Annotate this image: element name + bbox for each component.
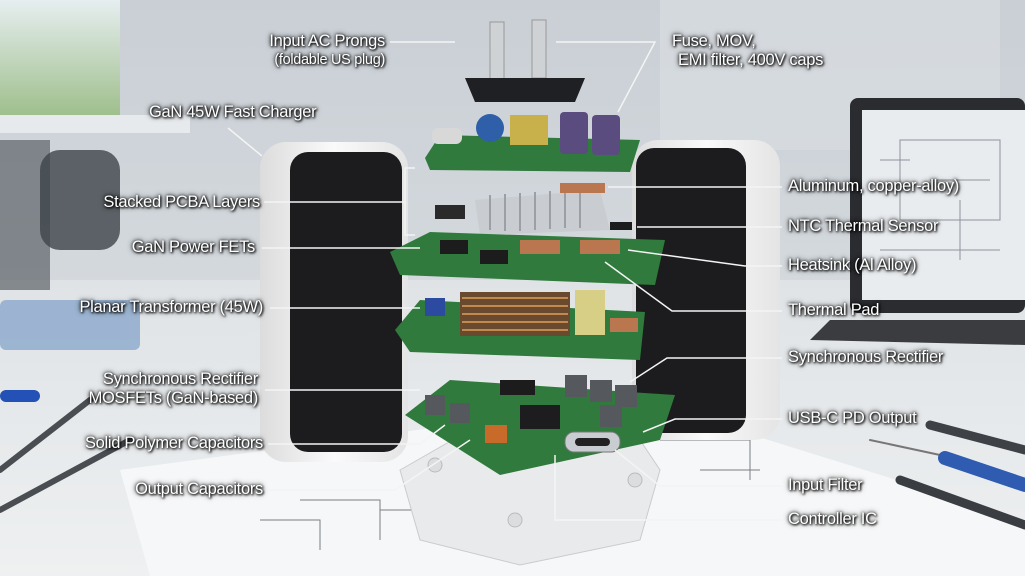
output-pcb — [405, 375, 675, 475]
label-stacked-pcba: Stacked PCBA Layers — [103, 193, 260, 211]
label-usbc: USB-C PD Output — [788, 409, 917, 427]
label-fuse-sub: EMI filter, 400V caps — [678, 51, 824, 69]
laptop — [810, 98, 1025, 345]
label-input-prongs-sub: (foldable US plug) — [274, 52, 385, 68]
leader-lines — [227, 41, 782, 521]
label-output-caps: Output Capacitors — [135, 480, 263, 498]
screwdrivers — [869, 420, 1025, 530]
label-ntc: NTC Thermal Sensor — [788, 217, 939, 235]
label-input-filter: Input Filter — [788, 476, 863, 494]
label-input-prongs: Input AC Prongs (foldable US plug) — [269, 32, 385, 70]
label-fuse-title: Fuse, MOV, — [672, 32, 756, 50]
label-sync-rect: Synchronous Rectifier — [788, 348, 944, 366]
label-sync-mosfets-title: Synchronous Rectifier — [102, 370, 258, 388]
housing-base — [399, 429, 661, 566]
label-charger: GaN 45W Fast Charger — [149, 103, 317, 121]
label-fuse: Fuse, MOV, EMI filter, 400V caps — [672, 32, 823, 70]
label-heatsink: Heatsink (Al Alloy) — [788, 256, 917, 274]
transformer-pcb — [395, 290, 645, 360]
label-sync-mosfets: Synchronous Rectifier MOSFETs (GaN-based… — [88, 370, 259, 408]
housing-right — [632, 140, 780, 440]
gan-fet-pcb — [390, 232, 665, 285]
label-thermal-pad: Thermal Pad — [788, 301, 880, 319]
label-sync-mosfets-sub: MOSFETs (GaN-based) — [88, 389, 259, 407]
input-pcb — [425, 112, 640, 172]
window — [0, 0, 120, 115]
label-aluminum: Aluminum, copper-alloy) — [788, 177, 959, 195]
label-input-prongs-title: Input AC Prongs — [269, 32, 385, 50]
heatsink-layer — [435, 183, 632, 235]
label-polymer-caps: Solid Polymer Capacitors — [84, 434, 263, 452]
label-controller: Controller IC — [788, 510, 877, 528]
label-gan-fets: GaN Power FETs — [131, 238, 256, 256]
housing-left — [260, 142, 408, 462]
label-transformer: Planar Transformer (45W) — [79, 298, 263, 316]
ac-plug — [465, 19, 585, 102]
